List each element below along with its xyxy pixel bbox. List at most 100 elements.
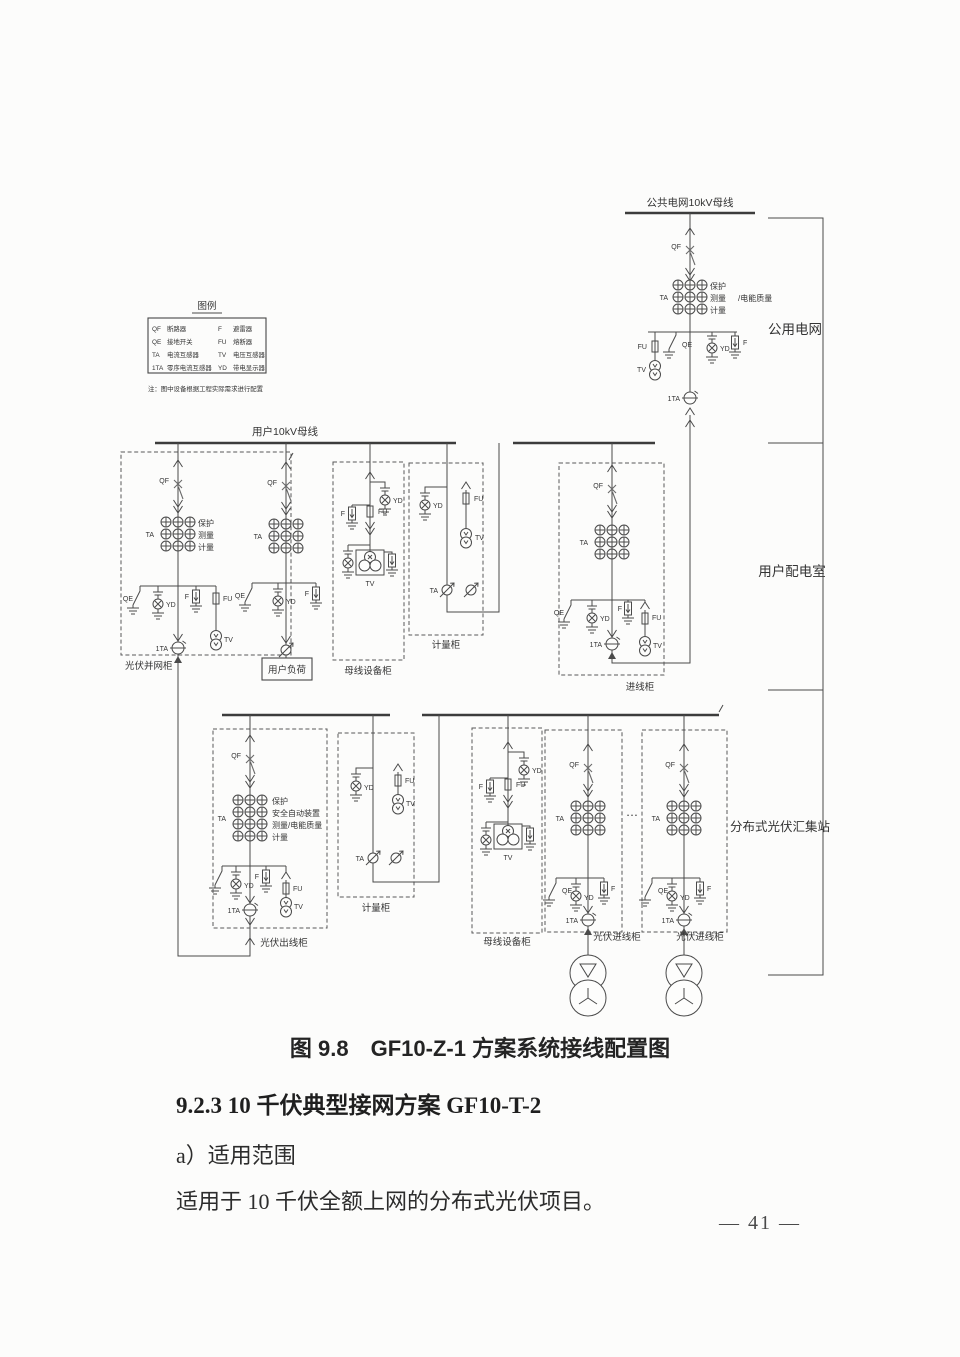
arrester-icon: [621, 601, 635, 625]
ct-icon: [439, 582, 455, 598]
region-label-pv-station: 分布式光伏汇集站: [730, 819, 830, 834]
fuse-icon: [641, 609, 649, 627]
cabinet-pv-incoming-1: QF TA QE YD F 1TA 光伏进线柜: [542, 715, 641, 1017]
body-paragraph: 适用于 10 千伏全额上网的分布式光伏项目。: [176, 1189, 606, 1214]
legend-title: 图例: [197, 300, 216, 312]
legend-name: 断路器: [167, 324, 187, 333]
transformer-icon: [665, 954, 703, 1017]
device-label: TV: [637, 367, 646, 374]
contact-icon: [174, 656, 182, 663]
device-label: 1TA: [662, 918, 675, 925]
fuse-icon: [462, 489, 470, 507]
cabinet-metering-1: TA YD FU TV 计量柜: [408, 443, 500, 651]
device-label: TV: [294, 904, 303, 911]
contact-icon: [281, 871, 291, 880]
device-label: FU: [405, 778, 414, 785]
device-label: FU: [223, 596, 232, 603]
device-label: YD: [166, 602, 176, 609]
cabinet-metering-2: TA YD FU TV 计量柜: [337, 715, 440, 914]
zero-seq-ct-icon: [675, 912, 693, 927]
legend-row: TA 电流互感器 TV 电压互感器: [152, 350, 266, 359]
wire: [372, 715, 440, 883]
device-label: 1TA: [590, 642, 603, 649]
cabinet-label: 光伏出线柜: [260, 937, 308, 949]
ct-array-icon: [269, 519, 303, 553]
wire: [446, 443, 500, 613]
legend-symbol: QF: [152, 326, 161, 333]
arrester-icon: [728, 335, 742, 359]
device-label: QF: [593, 483, 603, 490]
legend-symbol: FU: [218, 339, 227, 346]
legend-symbol: 1TA: [152, 365, 164, 372]
legend-row: 1TA 零序电流互感器 YD 带电显示器: [152, 363, 266, 372]
ta-function-label: 测量: [198, 531, 214, 540]
ground-switch-icon: [662, 331, 677, 359]
wire: [485, 821, 508, 824]
device-label: YD: [720, 346, 730, 353]
live-display-icon: [418, 488, 432, 521]
legend-name: 接地开关: [167, 337, 193, 346]
device-label: TA: [356, 856, 365, 863]
device-label: F: [255, 874, 259, 881]
device-label: FU: [293, 886, 302, 893]
legend-name: 电流互感器: [167, 350, 200, 359]
device-label: F: [618, 606, 622, 613]
device-label: YD: [364, 785, 374, 792]
wire: [424, 486, 447, 489]
live-display-icon: [479, 823, 493, 856]
vt-icon: [280, 897, 292, 918]
legend-symbol: TA: [152, 352, 160, 359]
arrester-icon: [597, 881, 611, 905]
section-heading: 9.2.3 10 千伏典型接网方案 GF10-T-2: [176, 1093, 542, 1118]
legend-symbol: F: [218, 326, 222, 333]
wire: [508, 751, 525, 754]
ct-icon: [463, 582, 479, 598]
device-label: QE: [235, 593, 245, 600]
live-display-icon: [517, 753, 531, 786]
ground-switch-icon: [208, 867, 223, 895]
public-grid-section: 公共电网10kV母线 QF TA 保护 测量 /电能质量 计量 FU TV QE…: [611, 196, 772, 664]
cabinet-label: 光伏并网柜: [125, 660, 173, 672]
contact-icon: [608, 652, 616, 659]
legend-symbol: YD: [218, 365, 227, 372]
user-load-box: [261, 657, 313, 681]
device-label: QF: [665, 762, 675, 769]
cabinet-label: 母线设备柜: [344, 665, 392, 677]
vt-icon: [210, 630, 222, 651]
device-label: FU: [378, 509, 387, 516]
device-label: F: [479, 784, 483, 791]
device-label: 1TA: [566, 918, 579, 925]
arrester-icon: [309, 586, 323, 610]
sub-heading: a）适用范围: [176, 1143, 296, 1168]
cabinet-label: 光伏进线柜: [676, 931, 724, 943]
user-bus-label: 用户10kV母线: [252, 425, 318, 438]
region-label-user-room: 用户配电室: [758, 563, 826, 579]
region-label-public-grid: 公用电网: [768, 322, 822, 337]
device-label: YD: [433, 503, 443, 510]
device-label: 1TA: [228, 908, 241, 915]
cabinet-label: 光伏进线柜: [593, 931, 641, 943]
device-label: FU: [474, 496, 483, 503]
wire: [221, 865, 287, 872]
live-display-icon: [349, 769, 363, 802]
wire: [251, 582, 317, 587]
live-display-icon: [569, 879, 583, 912]
device-label: QF: [159, 478, 169, 485]
cabinet-pv-incoming-2: QF TA QE YD F 1TA 光伏进线柜: [638, 715, 728, 1017]
arrester-icon: [259, 869, 273, 893]
cabinet-box: [558, 462, 665, 676]
device-label: TA: [652, 816, 661, 823]
wire: [522, 825, 531, 828]
ct-array-icon: [595, 525, 629, 559]
legend-name: 电压互感器: [233, 350, 266, 359]
device-label: QE: [123, 596, 133, 603]
vt-icon: [355, 549, 385, 576]
fuse-icon: [651, 337, 659, 355]
cabinet-pv-outgoing: QF TA 保护 安全自动装置 测量/电能质量 计量 YD F FU TV 1T…: [208, 715, 328, 949]
device-label: F: [305, 591, 309, 598]
device-label: TA: [430, 588, 439, 595]
ta-function-label: 保护: [272, 796, 288, 806]
vt-icon: [493, 823, 523, 850]
device-label: QF: [671, 244, 681, 251]
